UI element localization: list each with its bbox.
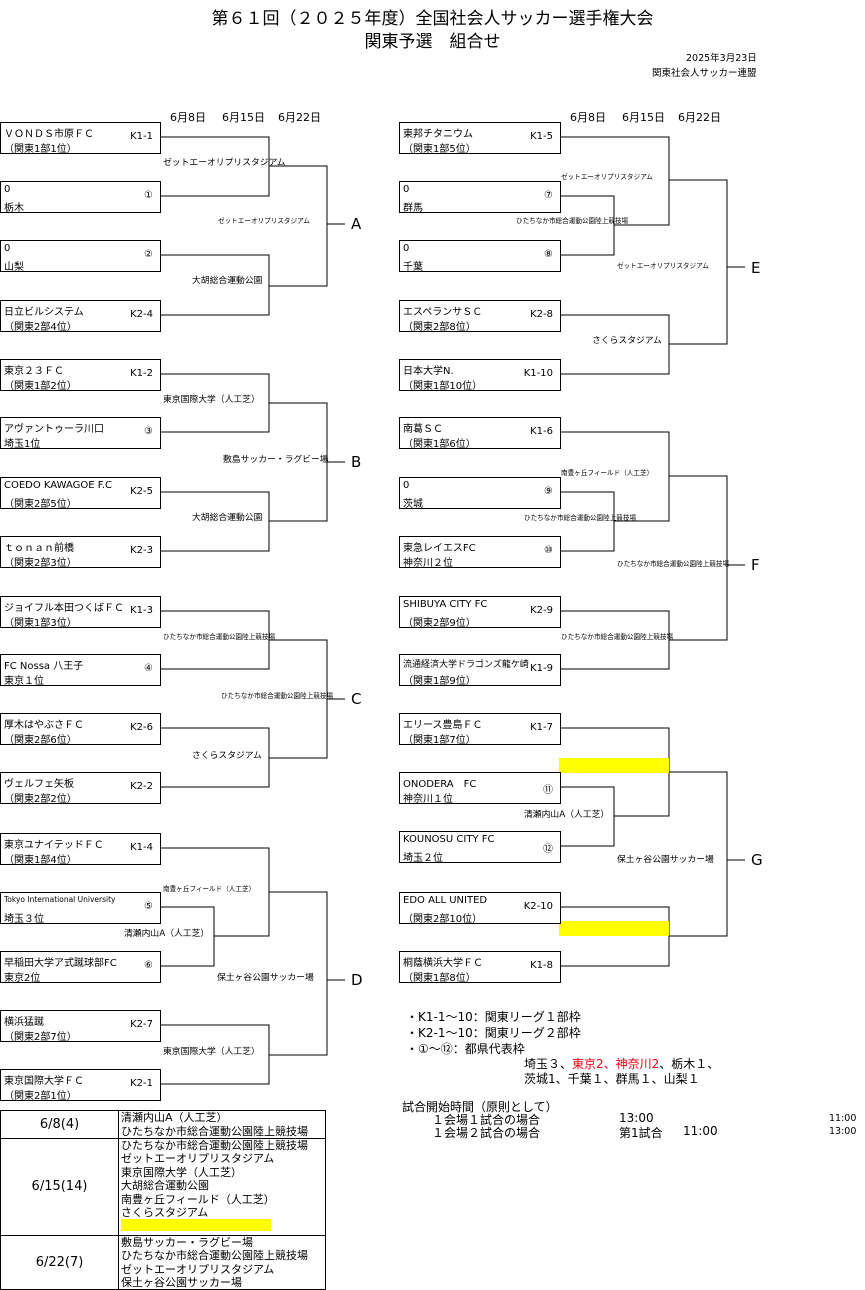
date-col-3: 6月22日: [278, 111, 321, 124]
venue-label: ゼットエーオリプリスタジアム: [218, 217, 310, 225]
date-col-2: 6月15日: [222, 111, 265, 124]
note-prefecture-breakdown-2: 茨城1、千葉１、群馬１、山梨１: [524, 1072, 700, 1086]
team-box: COEDO KAWAGOE F.C（関東2部5位）K2-5: [0, 477, 161, 510]
page-title: 第６１回（２０２５年度）全国社会人サッカー選手権大会: [211, 9, 654, 29]
kickoff-row-1: １会場１試合の場合: [432, 1113, 541, 1127]
team-box: EDO ALL UNITED（関東2部10位）K2-10: [399, 892, 561, 925]
group-label-f: F: [751, 556, 760, 574]
team-box: 東京国際大学ＦＣ（関東2部1位）K2-1: [0, 1069, 161, 1102]
date-col-1-right: 6月8日: [570, 111, 606, 124]
date-col-1: 6月8日: [170, 111, 206, 124]
note-k1: ・K1-1～10：関東リーグ１部枠: [406, 1010, 581, 1024]
venue-label: 清瀬内山A（人工芝）: [524, 810, 610, 820]
team-box: エリース豊島ＦＣ（関東1部7位）K1-7: [399, 713, 561, 746]
venue-label: ゼットエーオリプリスタジアム: [561, 173, 653, 181]
venue-label: 大胡総合運動公園: [192, 276, 263, 286]
kickoff-row-2-label: 第1試合: [619, 1126, 663, 1140]
note-prefecture-breakdown: 埼玉３、東京2、神奈川2、栃木１、: [524, 1057, 720, 1071]
venue-label: 大胡総合運動公園: [192, 513, 263, 523]
page-subtitle: 関東予選 組合せ: [364, 32, 501, 52]
team-box: 東京２３ＦＣ（関東1部2位）K1-2: [0, 359, 161, 392]
team-box: ヴェルフェ矢板（関東2部2位）K2-2: [0, 772, 161, 805]
note-k2: ・K2-1～10：関東リーグ２部枠: [406, 1026, 581, 1040]
kickoff-row-1-time: 13:00: [619, 1111, 654, 1125]
highlight-bar-g2: [559, 921, 669, 936]
kickoff-row-2-time: 11:00: [683, 1124, 718, 1138]
venue-label: ゼットエーオリプリスタジアム: [617, 262, 709, 270]
schedule-venues: ひたちなか市総合運動公園陸上競技場 ゼットエーオリプリスタジアム 東京国際大学（…: [118, 1138, 326, 1236]
note-prefecture: ・①～⑫：都県代表枠: [406, 1042, 525, 1056]
team-box: 東邦チタニウム（関東1部5位）K1-5: [399, 122, 561, 155]
schedule-row: 6/22(7) 敷島サッカー・ラグビー場 ひたちなか市総合運動公園陸上競技場 ゼ…: [0, 1234, 326, 1290]
kickoff-row-1-extra: 11:00: [829, 1113, 857, 1124]
team-box: 横浜猛蹴（関東2部7位）K2-7: [0, 1010, 161, 1043]
organizer: 関東社会人サッカー連盟: [652, 68, 757, 79]
venue-label: 南豊ヶ丘フィールド（人工芝）: [561, 469, 654, 477]
schedule-row: 6/8(4) 清瀬内山A（人工芝） ひたちなか市総合運動公園陸上競技場: [0, 1110, 326, 1139]
venue-label: 東京国際大学（人工芝）: [163, 395, 260, 405]
kickoff-row-2: １会場２試合の場合: [432, 1126, 541, 1140]
venue-label: ゼットエーオリプリスタジアム: [163, 158, 286, 168]
venue-label: 南豊ヶ丘フィールド（人工芝）: [163, 885, 256, 893]
team-box: 東京ユナイテッドＦＣ（関東1部4位）K1-4: [0, 833, 161, 866]
kickoff-row-2-extra: 13:00: [829, 1126, 857, 1137]
schedule-table: 6/8(4) 清瀬内山A（人工芝） ひたちなか市総合運動公園陸上競技場 6/15…: [0, 1110, 326, 1290]
venue-label: 敷島サッカー・ラグビー場: [223, 455, 329, 465]
venue-label: ひたちなか市総合運動公園陸上競技場: [617, 560, 730, 568]
venue-label: 保土ヶ谷公園サッカー場: [217, 973, 314, 983]
team-box: 日立ビルシステム（関東2部4位）K2-4: [0, 300, 161, 333]
issue-date: 2025年3月23日: [686, 53, 757, 64]
team-box: ジョイフル本田つくばＦＣ（関東1部3位）K1-3: [0, 596, 161, 629]
venue-label: ひたちなか市総合運動公園陸上競技場: [524, 514, 637, 522]
group-label-c: C: [351, 690, 362, 708]
group-label-a: A: [351, 215, 362, 233]
venue-label: さくらスタジアム: [592, 336, 662, 346]
venue-label: 保土ヶ谷公園サッカー場: [617, 855, 714, 865]
group-label-e: E: [751, 259, 761, 277]
schedule-row: 6/15(14) ひたちなか市総合運動公園陸上競技場 ゼットエーオリプリスタジア…: [0, 1138, 326, 1236]
team-box: 南葛ＳＣ（関東1部6位）K1-6: [399, 417, 561, 450]
highlight-bar-schedule: [121, 1219, 271, 1232]
team-box: ｔｏｎａｎ前橋（関東2部3位）K2-3: [0, 536, 161, 569]
team-box: 厚木はやぶさＦＣ（関東2部6位）K2-6: [0, 713, 161, 746]
venue-label: ひたちなか市総合運動公園陸上競技場: [561, 633, 674, 641]
venue-label: 清瀬内山A（人工芝）: [124, 929, 210, 939]
group-label-d: D: [351, 971, 363, 989]
date-col-3-right: 6月22日: [678, 111, 721, 124]
team-box: エスペランサＳＣ（関東2部8位）K2-8: [399, 300, 561, 333]
team-box: 流通経済大学ドラゴンズ龍ケ崎（関東1部9位）K1-9: [399, 654, 561, 687]
team-box: ＶＯＮＤＳ市原ＦＣ（関東1部1位）K1-1: [0, 122, 161, 155]
schedule-venues: 敷島サッカー・ラグビー場 ひたちなか市総合運動公園陸上競技場 ゼットエーオリプリ…: [118, 1234, 326, 1290]
group-label-g: G: [751, 851, 763, 869]
highlight-bar-g1: [559, 758, 669, 773]
group-label-b: B: [351, 453, 362, 471]
schedule-date: 6/22(7): [0, 1234, 119, 1290]
team-box: SHIBUYA CITY FC（関東2部9位）K2-9: [399, 596, 561, 629]
schedule-venues: 清瀬内山A（人工芝） ひたちなか市総合運動公園陸上競技場: [118, 1110, 326, 1139]
venue-label: 東京国際大学（人工芝）: [163, 1047, 260, 1057]
venue-label: さくらスタジアム: [192, 751, 262, 761]
kickoff-title: 試合開始時間（原則として）: [402, 1100, 558, 1114]
team-box: 日本大学N.（関東1部10位）K1-10: [399, 359, 561, 392]
schedule-date: 6/15(14): [0, 1138, 119, 1236]
date-col-2-right: 6月15日: [622, 111, 665, 124]
venue-label: ひたちなか市総合運動公園陸上競技場: [163, 633, 276, 641]
venue-label: ひたちなか市総合運動公園陸上競技場: [221, 692, 334, 700]
team-box: 桐蔭横浜大学ＦＣ（関東1部8位）K1-8: [399, 951, 561, 984]
venue-label: ひたちなか市総合運動公園陸上競技場: [516, 217, 629, 225]
schedule-date: 6/8(4): [0, 1110, 119, 1139]
